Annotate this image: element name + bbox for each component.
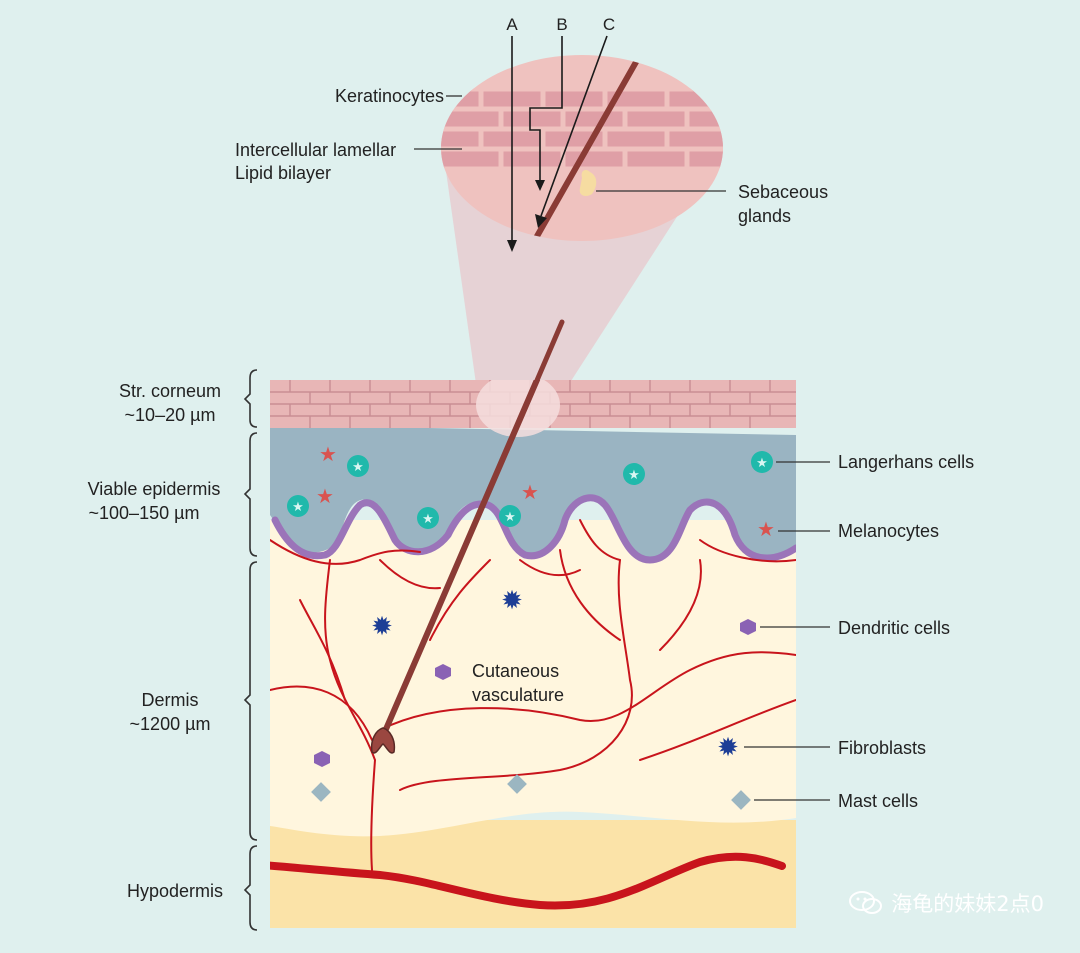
- route-b-arrowhead: [535, 180, 545, 191]
- sebaceous-gland: [579, 170, 597, 196]
- svg-text:★: ★: [292, 499, 304, 514]
- route-a-arrowhead: [507, 240, 517, 252]
- svg-text:★: ★: [628, 467, 640, 482]
- melanocyte: ★: [757, 519, 775, 541]
- fibroblast: ✹: [717, 732, 739, 762]
- route-label-c: C: [603, 15, 615, 34]
- langerhans-cell: ★: [623, 463, 645, 485]
- langerhans-cell: ★: [751, 451, 773, 473]
- svg-text:★: ★: [352, 459, 364, 474]
- brace-dermis: [243, 561, 258, 841]
- fibroblasts-label: Fibroblasts: [838, 738, 926, 758]
- mast-cell: [731, 790, 751, 810]
- cell-leaders: [744, 461, 830, 801]
- lipid-bilayer-label-line2: Lipid bilayer: [235, 163, 331, 183]
- sebaceous-label-line2: glands: [738, 206, 791, 226]
- dendritic-cell: [435, 664, 451, 680]
- cutaneous-vasculature: [270, 519, 796, 910]
- route-label-b: B: [556, 15, 567, 34]
- fibroblast: ✹: [501, 585, 523, 615]
- vasculature-label-line2: vasculature: [472, 685, 564, 705]
- layer-braces: [243, 369, 258, 931]
- zoom-leaders: [414, 95, 726, 192]
- zoom-bricks: [441, 55, 723, 241]
- keratinocytes-label: Keratinocytes: [335, 86, 444, 106]
- dermis-name: Dermis: [142, 690, 199, 710]
- dendritic-cell: [314, 751, 330, 767]
- hypodermis-name: Hypodermis: [127, 881, 223, 901]
- corneum-name: Str. corneum: [119, 381, 221, 401]
- lipid-bilayer-label-line1: Intercellular lamellar: [235, 140, 396, 160]
- sebaceous-label-line1: Sebaceous: [738, 182, 828, 202]
- penetration-routes: [507, 35, 608, 252]
- mast-cell: [311, 782, 331, 802]
- hair-follicle: [370, 727, 396, 754]
- fibroblasts: ✹ ✹ ✹: [371, 585, 739, 762]
- corneum-depth: ~10–20 µm: [125, 405, 216, 425]
- dermis-layer: [270, 520, 796, 837]
- route-c-arrowhead: [535, 214, 547, 228]
- langerhans-cell: ★: [417, 507, 439, 529]
- viable-epidermis-layer: [270, 425, 796, 560]
- hair-shaft-above-skin: [517, 319, 565, 423]
- route-label-a: A: [506, 15, 518, 34]
- brace-corneum: [243, 369, 258, 428]
- langerhans-label: Langerhans cells: [838, 452, 974, 472]
- langerhans-cell: ★: [287, 495, 309, 517]
- svg-text:★: ★: [756, 455, 768, 470]
- melanocyte: ★: [521, 482, 539, 504]
- zoom-hair: [533, 55, 643, 241]
- melanocyte: ★: [319, 444, 337, 466]
- route-c-line: [540, 35, 608, 217]
- melanocytes-label: Melanocytes: [838, 521, 939, 541]
- vasculature-label-line1: Cutaneous: [472, 661, 559, 681]
- fibroblast: ✹: [371, 611, 393, 641]
- dendritic-cell: [740, 619, 756, 635]
- melanocyte: ★: [316, 486, 334, 508]
- skin-block: [270, 380, 796, 928]
- svg-text:★: ★: [422, 511, 434, 526]
- dermis-depth: ~1200 µm: [130, 714, 211, 734]
- epidermis-depth: ~100–150 µm: [89, 503, 200, 523]
- watermark-text: 海龟的妹妹2点0: [891, 892, 1044, 916]
- epidermis-name: Viable epidermis: [88, 479, 221, 499]
- brace-hypodermis: [243, 845, 258, 931]
- hair-entry-highlight: [476, 380, 560, 437]
- mast-cells-label: Mast cells: [838, 791, 918, 811]
- route-b-line: [529, 36, 563, 182]
- langerhans-cell: ★: [347, 455, 369, 477]
- svg-text:★: ★: [504, 509, 516, 524]
- langerhans-cells: ★ ★ ★ ★ ★ ★: [287, 451, 773, 529]
- dendritic-label: Dendritic cells: [838, 618, 950, 638]
- melanocytes: ★ ★ ★ ★: [316, 444, 775, 541]
- dendritic-cells: [314, 619, 756, 767]
- langerhans-cell: ★: [499, 505, 521, 527]
- watermark: 海龟的妹妹2点0: [849, 888, 1044, 918]
- basal-membrane: [271, 494, 796, 564]
- brace-epidermis: [243, 432, 258, 557]
- chat-bubble-icon: [849, 891, 883, 914]
